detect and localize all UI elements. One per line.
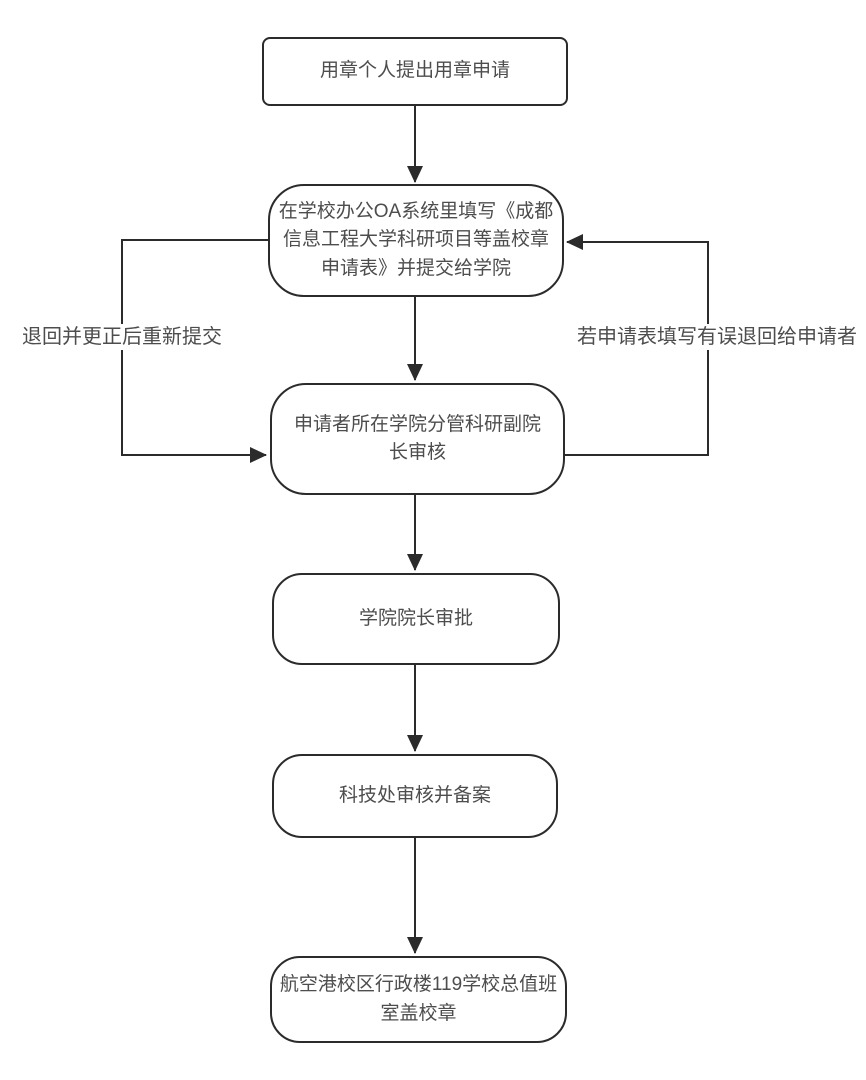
- node-start: 用章个人提出用章申请: [262, 37, 568, 106]
- node-dean-approval-label: 学院院长审批: [358, 607, 473, 629]
- node-fill-oa-form-label: 在学校办公OA系统里填写《成都信息工程大学科研项目等盖校章申请表》并提交给学院: [278, 200, 554, 279]
- node-scitech-review: 科技处审核并备案: [272, 754, 558, 838]
- node-fill-oa-form: 在学校办公OA系统里填写《成都信息工程大学科研项目等盖校章申请表》并提交给学院: [268, 184, 564, 297]
- node-vice-dean-review: 申请者所在学院分管科研副院长审核: [270, 383, 565, 495]
- node-start-label: 用章个人提出用章申请: [319, 60, 510, 82]
- node-stamp-seal-label: 航空港校区行政楼119学校总值班室盖校章: [279, 974, 558, 1024]
- node-stamp-seal: 航空港校区行政楼119学校总值班室盖校章: [270, 956, 567, 1043]
- node-scitech-review-label: 科技处审核并备案: [338, 784, 491, 806]
- node-dean-approval: 学院院长审批: [272, 573, 560, 665]
- node-vice-dean-review-label: 申请者所在学院分管科研副院长审核: [293, 413, 541, 464]
- edge-label-resubmit: 退回并更正后重新提交: [16, 324, 228, 350]
- edge-label-return-error: 若申请表填写有误退回给申请者: [572, 324, 862, 350]
